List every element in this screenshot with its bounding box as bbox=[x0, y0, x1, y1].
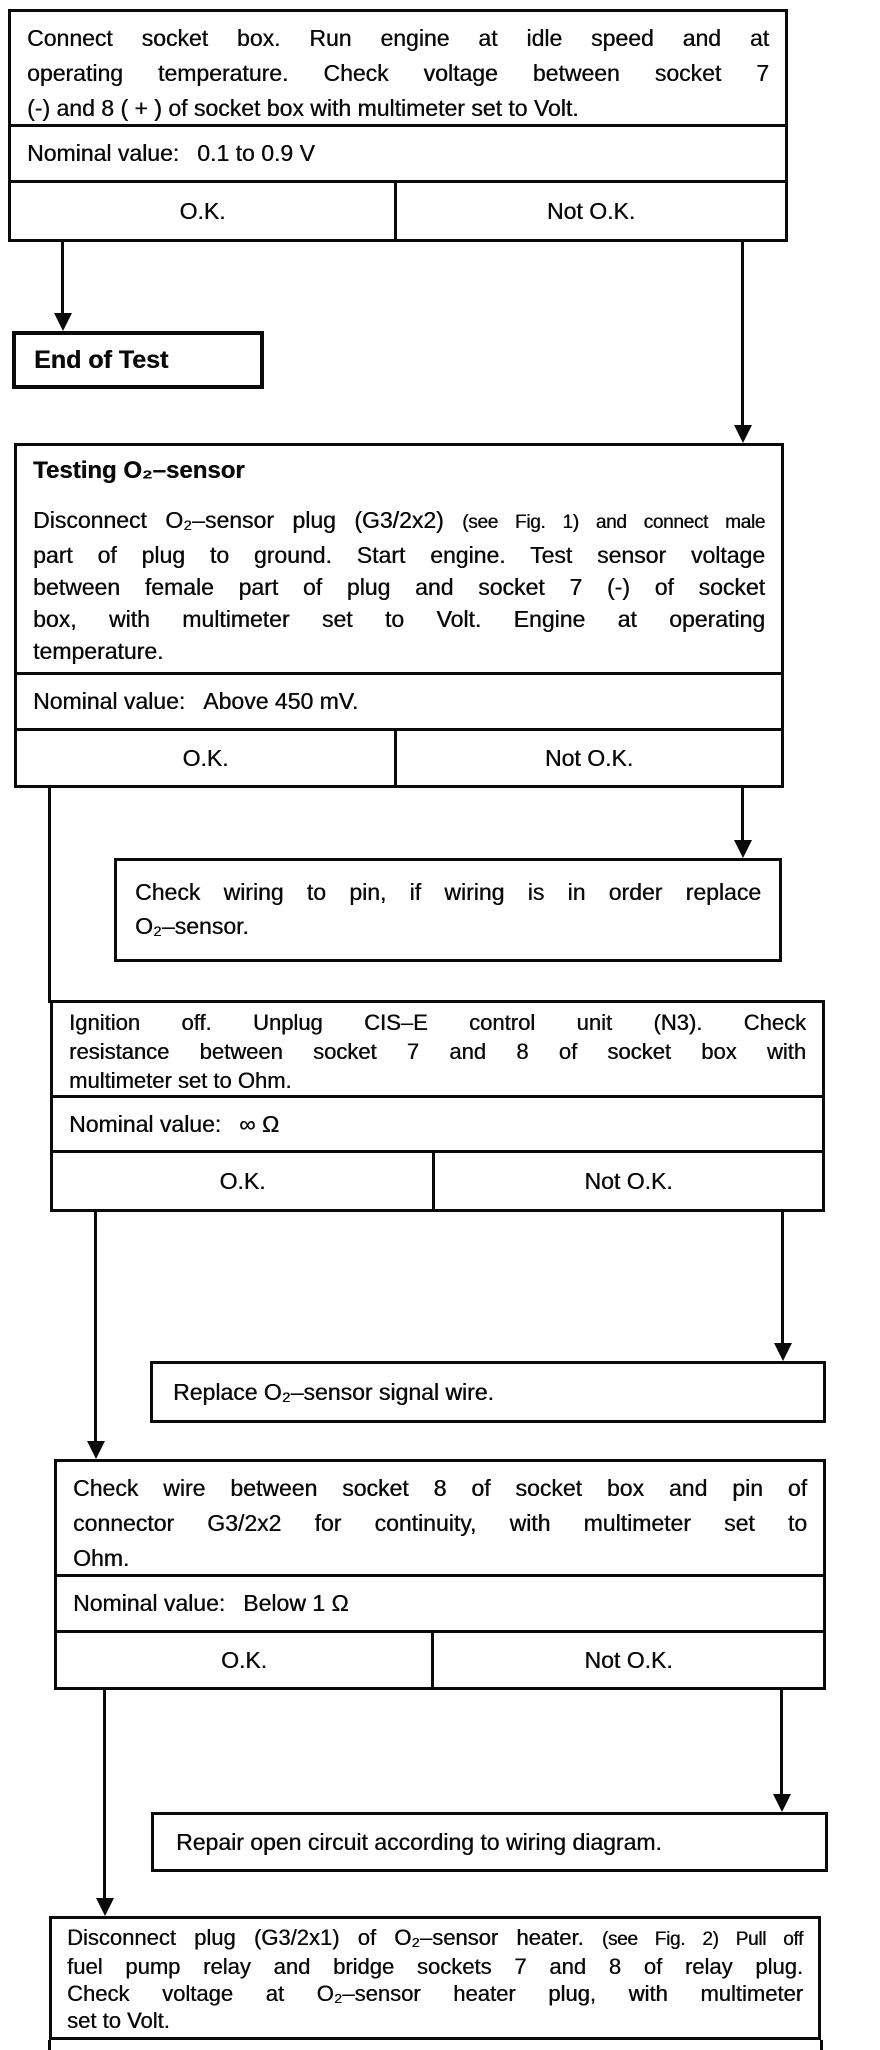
nominal-value-row: Nominal value: Below 1 Ω bbox=[57, 1577, 823, 1633]
flow-arrow-ok-to-step4 bbox=[94, 1212, 97, 1442]
result-row: O.K. Not O.K. bbox=[57, 1633, 823, 1687]
action-text: Repair open circuit according to wiring … bbox=[176, 1828, 662, 1855]
result-row: O.K. Not O.K. bbox=[17, 731, 781, 785]
action-lines: Check wiring to pin, if wiring is in ord… bbox=[135, 879, 761, 939]
ok-cell: O.K. bbox=[53, 1153, 435, 1209]
next-row-cut-off bbox=[48, 2040, 823, 2050]
arrow-down-icon bbox=[774, 1343, 792, 1361]
arrow-down-icon bbox=[773, 1794, 791, 1812]
step-box-check-wire-continuity: Check wire between socket 8 of socket bo… bbox=[54, 1459, 826, 1690]
instruction-text: Connect socket box. Run engine at idle s… bbox=[11, 12, 785, 127]
flow-arrow-notok-to-check-wiring bbox=[741, 788, 744, 841]
nominal-label: Nominal value: bbox=[27, 140, 180, 166]
action-box-replace-signal-wire: Replace O₂–sensor signal wire. bbox=[150, 1361, 826, 1423]
arrow-down-icon bbox=[734, 840, 752, 858]
section-title: Testing O₂–sensor bbox=[33, 457, 245, 484]
ok-cell: O.K. bbox=[57, 1633, 434, 1687]
action-box-repair-open-circuit: Repair open circuit according to wiring … bbox=[151, 1812, 828, 1872]
nominal-label: Nominal value: bbox=[73, 1590, 226, 1616]
nominal-value: Below 1 Ω bbox=[243, 1590, 349, 1616]
nominal-value-row: Nominal value: Above 450 mV. bbox=[17, 675, 781, 731]
nominal-value: Above 450 mV. bbox=[203, 688, 359, 714]
arrow-down-icon bbox=[54, 313, 72, 331]
ok-cell: O.K. bbox=[11, 183, 397, 239]
end-of-test-box: End of Test bbox=[12, 331, 264, 389]
instruction-lines: Disconnect O₂–sensor plug (G3/2x2) (see … bbox=[33, 507, 766, 664]
flow-line-ok-to-step3 bbox=[48, 788, 51, 1003]
action-box-check-wiring: Check wiring to pin, if wiring is in ord… bbox=[114, 858, 782, 962]
instruction-lines: Connect socket box. Run engine at idle s… bbox=[27, 25, 769, 121]
flow-arrow-ok-to-end bbox=[61, 242, 64, 314]
flow-arrow-notok-to-replace-wire bbox=[781, 1212, 784, 1344]
step-box-testing-o2-sensor: Testing O₂–sensor Disconnect O₂–sensor p… bbox=[14, 443, 784, 788]
not-ok-cell: Not O.K. bbox=[544, 744, 634, 771]
ok-cell: O.K. bbox=[17, 731, 397, 785]
action-text: Replace O₂–sensor signal wire. bbox=[173, 1378, 494, 1405]
instruction-text: Ignition off. Unplug CIS–E control unit … bbox=[53, 1003, 822, 1098]
nominal-value: ∞ Ω bbox=[239, 1110, 280, 1137]
not-ok-cell: Not O.K. bbox=[546, 197, 636, 224]
result-row: O.K. Not O.K. bbox=[11, 183, 785, 239]
instruction-text: Testing O₂–sensor Disconnect O₂–sensor p… bbox=[17, 446, 781, 675]
instruction-lines: Disconnect plug (G3/2x1) of O₂–sensor he… bbox=[67, 1925, 804, 2033]
not-ok-cell: Not O.K. bbox=[584, 1646, 673, 1673]
step-box-check-voltage-socket-box: Connect socket box. Run engine at idle s… bbox=[8, 9, 788, 242]
step-box-o2-sensor-heater: Disconnect plug (G3/2x1) of O₂–sensor he… bbox=[49, 1916, 821, 2040]
result-row: O.K. Not O.K. bbox=[53, 1153, 822, 1209]
nominal-value: 0.1 to 0.9 V bbox=[197, 140, 315, 166]
arrow-down-icon bbox=[87, 1441, 105, 1459]
instruction-text: Check wire between socket 8 of socket bo… bbox=[57, 1462, 823, 1577]
arrow-down-icon bbox=[734, 425, 752, 443]
flow-arrow-notok-to-repair bbox=[780, 1690, 783, 1795]
not-ok-cell: Not O.K. bbox=[584, 1167, 673, 1194]
nominal-label: Nominal value: bbox=[33, 688, 186, 714]
instruction-lines: Ignition off. Unplug CIS–E control unit … bbox=[69, 1010, 806, 1093]
arrow-down-icon bbox=[96, 1898, 114, 1916]
flow-arrow-notok-to-step2 bbox=[741, 242, 744, 426]
nominal-value-row: Nominal value: 0.1 to 0.9 V bbox=[11, 127, 785, 183]
end-of-test-label: End of Test bbox=[34, 345, 169, 374]
nominal-value-row: Nominal value: ∞ Ω bbox=[53, 1098, 822, 1153]
step-box-check-resistance: Ignition off. Unplug CIS–E control unit … bbox=[50, 1000, 825, 1212]
instruction-lines: Check wire between socket 8 of socket bo… bbox=[73, 1475, 807, 1571]
nominal-label: Nominal value: bbox=[69, 1110, 222, 1137]
flow-arrow-ok-to-step5 bbox=[103, 1690, 106, 1899]
